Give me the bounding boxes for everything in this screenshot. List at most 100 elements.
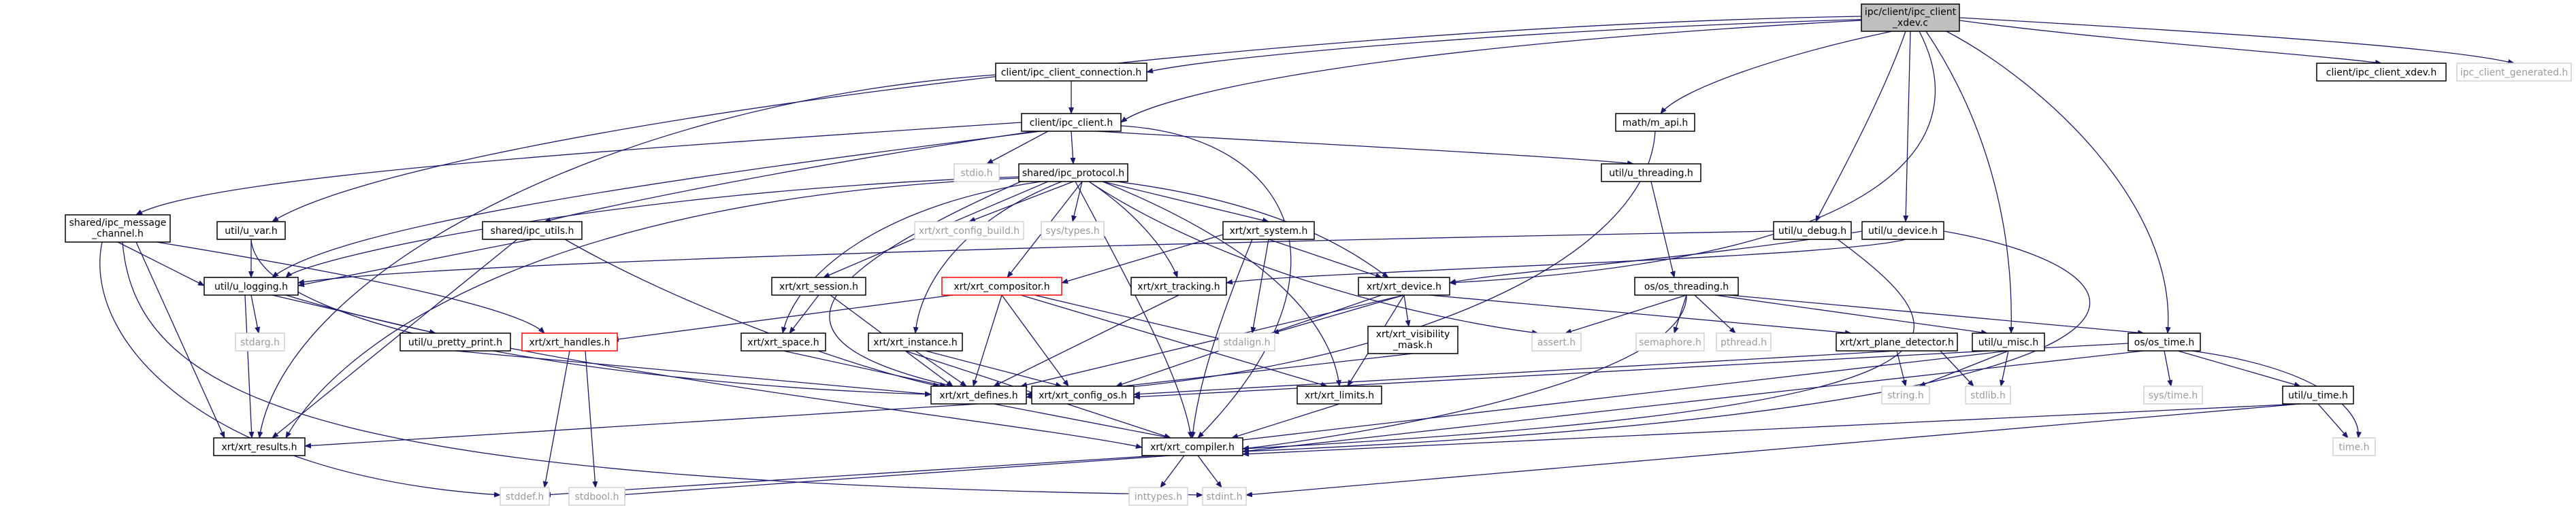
- node-u-time[interactable]: util/u_time.h: [2282, 386, 2354, 405]
- node-xrt-visibility-mask-label-1: xrt/xrt_visibility: [1376, 329, 1450, 340]
- node-u-logging[interactable]: util/u_logging.h: [203, 277, 299, 296]
- node-shared-utils[interactable]: shared/ipc_utils.h: [482, 221, 583, 240]
- node-u-threading[interactable]: util/u_threading.h: [1601, 163, 1701, 182]
- node-xrt-limits[interactable]: xrt/xrt_limits.h: [1297, 386, 1382, 405]
- node-xrt-config-os[interactable]: xrt/xrt_config_os.h: [1031, 386, 1135, 405]
- dependency-edge: [1959, 20, 2382, 65]
- dependency-edge: [1088, 181, 1539, 335]
- dependency-edge: [1190, 239, 1253, 439]
- node-os-threading[interactable]: os/os_threading.h: [1634, 277, 1739, 296]
- dependency-edge: [1242, 350, 2145, 454]
- node-u-pretty-print[interactable]: util/u_pretty_print.h: [400, 332, 511, 352]
- dependency-edge: [1959, 17, 2515, 65]
- dependency-edge: [297, 231, 1774, 285]
- node-xrt-space[interactable]: xrt/xrt_space.h: [740, 332, 826, 352]
- node-xrt-compiler-label: xrt/xrt_compiler.h: [1150, 442, 1235, 453]
- node-semaphore[interactable]: semaphore.h: [1635, 332, 1705, 352]
- dependency-edges: [99, 16, 2515, 498]
- node-pthread[interactable]: pthread.h: [1716, 332, 1772, 352]
- node-u-pretty-print-label: util/u_pretty_print.h: [408, 337, 502, 348]
- dependency-edge: [1272, 294, 1405, 335]
- node-xrt-device-label: xrt/xrt_device.h: [1367, 281, 1441, 292]
- dependency-edge: [1160, 455, 1185, 488]
- node-u-device[interactable]: util/u_device.h: [1861, 221, 1944, 240]
- node-client-xdev-h-label: client/ipc_client_xdev.h: [2326, 67, 2436, 78]
- node-xrt-compiler[interactable]: xrt/xrt_compiler.h: [1141, 437, 1243, 456]
- node-stdbool[interactable]: stdbool.h: [568, 487, 625, 506]
- node-xrt-space-label: xrt/xrt_space.h: [747, 337, 819, 348]
- node-assert[interactable]: assert.h: [1531, 332, 1582, 352]
- node-root[interactable]: ipc/client/ipc_client _xdev.c: [1861, 3, 1960, 32]
- dependency-edge: [135, 122, 1022, 216]
- node-root-label-1: ipc/client/ipc_client: [1865, 7, 1957, 18]
- node-time[interactable]: time.h: [2332, 437, 2376, 456]
- dependency-edge: [1226, 239, 1906, 285]
- dependency-edge: [913, 181, 1062, 334]
- node-time-label: time.h: [2339, 442, 2370, 453]
- node-math-api[interactable]: math/m_api.h: [1615, 113, 1695, 132]
- node-u-var[interactable]: util/u_var.h: [216, 221, 286, 240]
- dependency-edge: [1146, 18, 1879, 73]
- dependency-edge: [1660, 31, 1893, 114]
- dependency-edge: [1449, 31, 1936, 286]
- node-stdio[interactable]: stdio.h: [953, 163, 1000, 182]
- dependency-edge: [1102, 181, 1269, 223]
- node-xrt-plane-detector[interactable]: xrt/xrt_plane_detector.h: [1836, 332, 1958, 352]
- node-client-h[interactable]: client/ipc_client.h: [1021, 113, 1122, 132]
- node-xrt-handles[interactable]: xrt/xrt_handles.h: [521, 332, 618, 352]
- dependency-edge: [257, 74, 996, 439]
- node-client-connection[interactable]: client/ipc_client_connection.h: [995, 63, 1147, 82]
- node-stddef[interactable]: stddef.h: [500, 487, 550, 506]
- node-string[interactable]: string.h: [1881, 386, 1930, 405]
- node-u-misc-label: util/u_misc.h: [1978, 337, 2039, 348]
- node-xrt-visibility-mask-label-2: _mask.h: [1392, 340, 1433, 351]
- node-u-logging-label: util/u_logging.h: [214, 281, 288, 292]
- dependency-edge: [1095, 131, 1634, 166]
- node-inttypes[interactable]: inttypes.h: [1128, 487, 1188, 506]
- node-ipc-client-generated[interactable]: ipc_client_generated.h: [2456, 63, 2572, 82]
- node-semaphore-label: semaphore.h: [1639, 337, 1701, 348]
- node-stdint[interactable]: stdint.h: [1202, 487, 1247, 506]
- node-client-xdev-h[interactable]: client/ipc_client_xdev.h: [2316, 63, 2447, 82]
- dependency-edge: [250, 294, 261, 334]
- dependency-edge: [1242, 403, 2301, 457]
- dependency-edge: [829, 181, 1022, 388]
- node-os-time[interactable]: os/os_time.h: [2127, 332, 2201, 352]
- node-sys-time[interactable]: sys/time.h: [2143, 386, 2203, 405]
- node-sys-time-label: sys/time.h: [2149, 390, 2198, 401]
- dependency-edge: [135, 241, 225, 439]
- node-u-misc[interactable]: util/u_misc.h: [1972, 332, 2045, 352]
- node-stdlib[interactable]: stdlib.h: [1965, 386, 2011, 405]
- dependency-edge: [1999, 350, 2009, 387]
- node-xrt-visibility-mask[interactable]: xrt/xrt_visibility _mask.h: [1367, 326, 1458, 354]
- node-xrt-limits-label: xrt/xrt_limits.h: [1305, 390, 1374, 401]
- node-u-debug[interactable]: util/u_debug.h: [1773, 221, 1852, 240]
- node-xrt-compositor[interactable]: xrt/xrt_compositor.h: [941, 277, 1062, 296]
- dependency-edge: [1896, 350, 1907, 387]
- dependency-edge: [156, 241, 545, 334]
- node-config-build-label: xrt/xrt_config_build.h: [919, 226, 1020, 237]
- node-stdarg[interactable]: stdarg.h: [235, 332, 285, 352]
- dependency-edge: [1250, 239, 1269, 334]
- dependency-edge: [993, 294, 1179, 387]
- node-shared-message-channel[interactable]: shared/ipc_message _channel.h: [65, 214, 171, 243]
- node-xrt-results[interactable]: xrt/xrt_results.h: [213, 437, 306, 456]
- node-config-build[interactable]: xrt/xrt_config_build.h: [914, 221, 1024, 240]
- node-xrt-defines[interactable]: xrt/xrt_defines.h: [930, 386, 1027, 405]
- node-stdarg-label: stdarg.h: [240, 337, 280, 348]
- dependency-edge: [1940, 350, 1974, 387]
- node-u-threading-label: util/u_threading.h: [1609, 168, 1693, 179]
- node-xrt-device[interactable]: xrt/xrt_device.h: [1358, 277, 1450, 296]
- node-xrt-session[interactable]: xrt/xrt_session.h: [771, 277, 866, 296]
- dependency-edge: [1242, 231, 2091, 454]
- node-stdalign[interactable]: stdalign.h: [1218, 332, 1275, 352]
- node-xrt-system[interactable]: xrt/xrt_system.h: [1222, 221, 1315, 240]
- node-inttypes-label: inttypes.h: [1135, 492, 1182, 502]
- node-xrt-instance[interactable]: xrt/xrt_instance.h: [868, 332, 963, 352]
- dependency-edge: [1245, 403, 2301, 498]
- node-shared-protocol[interactable]: shared/ipc_protocol.h: [1018, 163, 1128, 182]
- dependency-edge: [1925, 31, 2015, 334]
- node-xrt-tracking[interactable]: xrt/xrt_tracking.h: [1130, 277, 1227, 296]
- node-sys-types[interactable]: sys/types.h: [1041, 221, 1105, 240]
